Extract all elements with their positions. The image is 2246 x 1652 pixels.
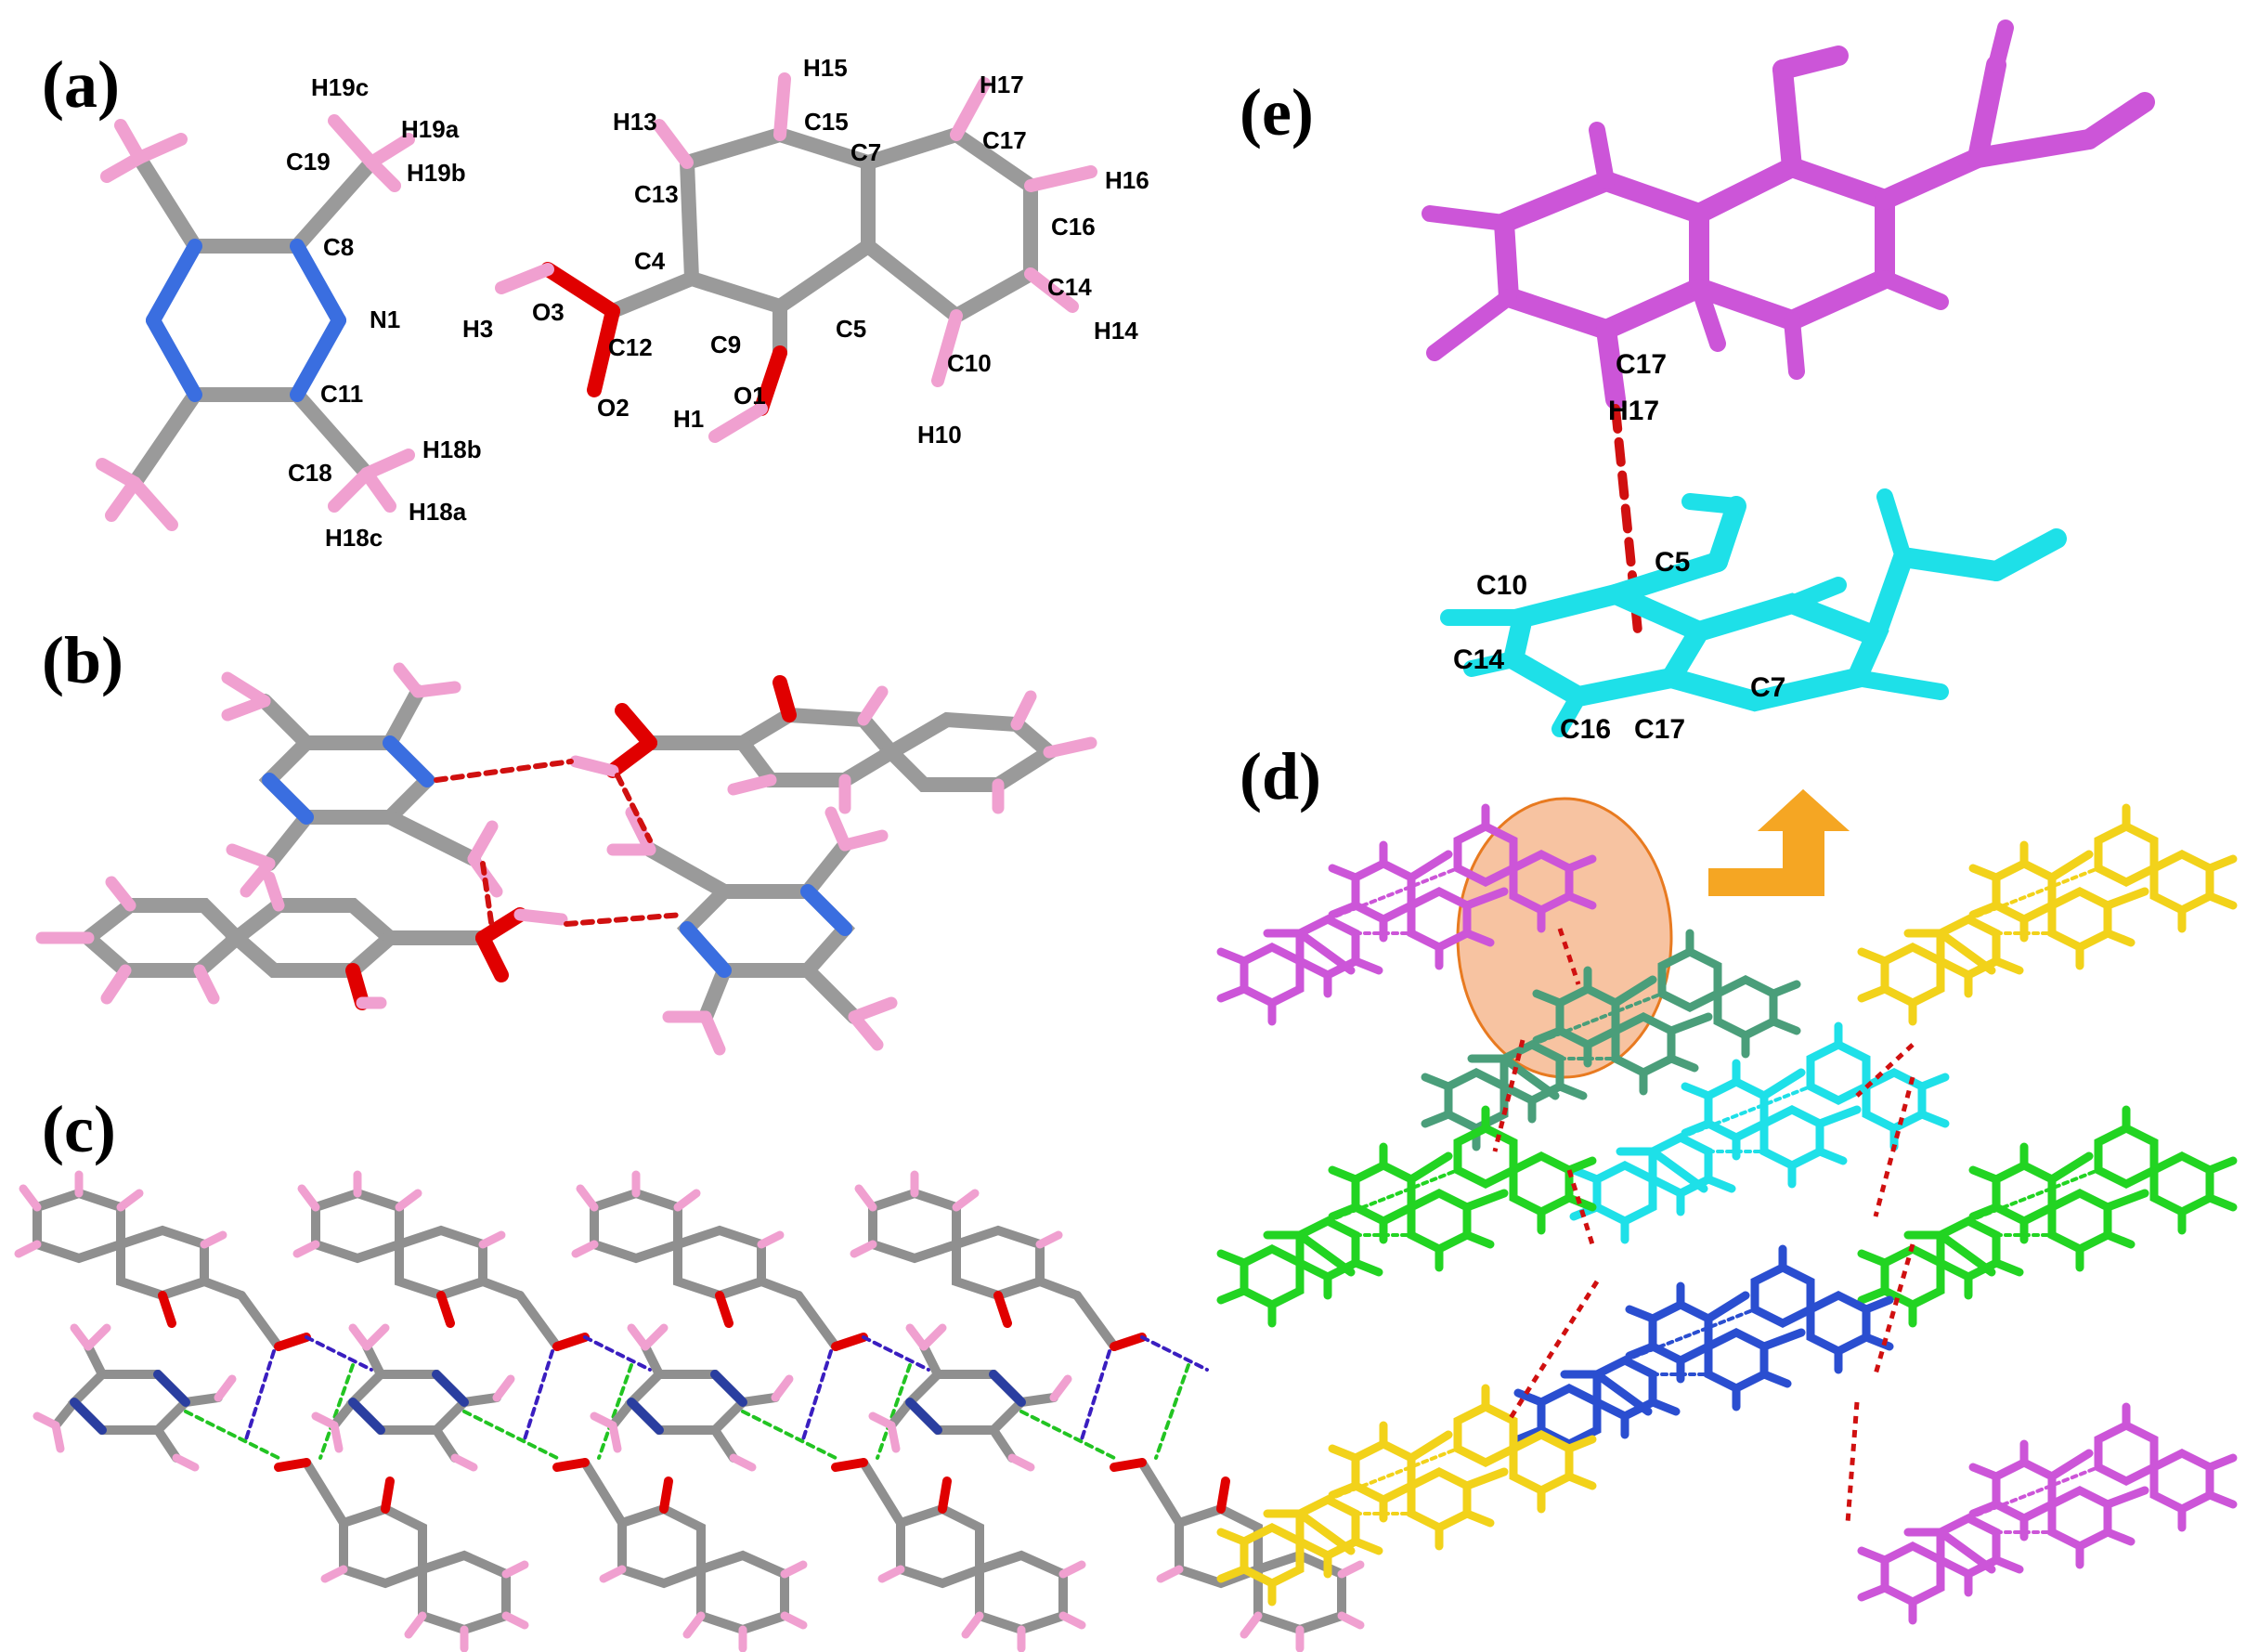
label-C12: C12 xyxy=(608,333,653,361)
cluster-cyan xyxy=(1574,1026,1945,1240)
label-C19: C19 xyxy=(286,148,331,176)
cluster-yellow-top xyxy=(1862,808,2233,1021)
atom-labels-a: H19c H19a C19 H19b C8 N1 C11 C18 H18b H1… xyxy=(286,54,1149,552)
label-C5: C5 xyxy=(836,315,866,343)
label-H3: H3 xyxy=(462,315,493,343)
label-H17: H17 xyxy=(980,71,1024,98)
label-C17: C17 xyxy=(982,126,1027,154)
ch-pi-contacts-d xyxy=(1492,928,1915,1524)
pyrazine-molecule-a xyxy=(96,114,415,531)
label-e-H17: H17 xyxy=(1608,396,1659,426)
panel-label-c: (c) xyxy=(42,1092,116,1166)
label-C4: C4 xyxy=(634,247,666,275)
panel-a: (a) xyxy=(42,47,1149,552)
label-C10: C10 xyxy=(947,349,992,377)
label-e-C7: C7 xyxy=(1750,672,1785,703)
label-H19a: H19a xyxy=(401,115,460,143)
cluster-yellow-bottom xyxy=(1221,1388,1592,1602)
label-C7: C7 xyxy=(850,138,881,166)
label-e-C10: C10 xyxy=(1476,570,1527,601)
panel-label-e: (e) xyxy=(1240,75,1314,150)
label-e-C14: C14 xyxy=(1453,644,1504,675)
label-e-C17-top: C17 xyxy=(1616,349,1667,380)
label-H18a: H18a xyxy=(409,498,467,526)
label-H18b: H18b xyxy=(422,436,482,463)
chain-structure-c xyxy=(14,1170,1360,1652)
label-C13: C13 xyxy=(634,180,679,208)
label-H19b: H19b xyxy=(407,159,466,187)
label-C15: C15 xyxy=(804,108,849,136)
panel-b: (b) xyxy=(35,623,1097,1056)
panel-c: (c) xyxy=(14,1092,1360,1652)
label-H1: H1 xyxy=(673,405,704,433)
label-H13: H13 xyxy=(613,108,657,136)
label-O3: O3 xyxy=(532,298,565,326)
naphthoic-acid-molecule-a xyxy=(495,72,1097,443)
cluster-green-left xyxy=(1221,1110,1592,1323)
packing-clusters-d xyxy=(1221,808,2233,1620)
cluster-green-right xyxy=(1862,1110,2233,1323)
label-H15: H15 xyxy=(803,54,848,82)
panel-label-d: (d) xyxy=(1240,739,1321,813)
dimer-structure-b xyxy=(35,662,1097,1056)
label-O1: O1 xyxy=(734,382,766,410)
panel-label-b: (b) xyxy=(42,623,123,697)
arrow-up-icon xyxy=(1708,789,1850,896)
label-e-C16: C16 xyxy=(1560,714,1611,745)
cluster-magenta-bottom xyxy=(1862,1407,2233,1620)
label-e-C17-bottom: C17 xyxy=(1634,714,1685,745)
panel-d: (d) xyxy=(1221,739,2233,1620)
atom-labels-e: C17 H17 C5 C10 C14 C7 C16 C17 xyxy=(1453,349,1785,745)
label-O2: O2 xyxy=(597,394,630,422)
label-C14: C14 xyxy=(1047,273,1092,301)
label-C18: C18 xyxy=(288,459,332,487)
label-C9: C9 xyxy=(710,331,741,358)
label-C8: C8 xyxy=(323,233,354,261)
label-N1: N1 xyxy=(370,306,400,333)
label-H19c: H19c xyxy=(311,73,369,101)
label-C16: C16 xyxy=(1051,213,1096,241)
cluster-blue xyxy=(1518,1249,1889,1463)
label-H18c: H18c xyxy=(325,524,383,552)
label-C11: C11 xyxy=(320,380,363,408)
ch-pi-interaction-e xyxy=(1422,20,2155,737)
panel-label-a: (a) xyxy=(42,47,120,122)
label-e-C5: C5 xyxy=(1655,547,1690,578)
label-H14: H14 xyxy=(1094,317,1138,345)
panel-e: (e) xyxy=(1240,20,2155,745)
chain-unit-c xyxy=(14,1170,529,1652)
label-H16: H16 xyxy=(1105,166,1149,194)
label-H10: H10 xyxy=(917,421,962,449)
